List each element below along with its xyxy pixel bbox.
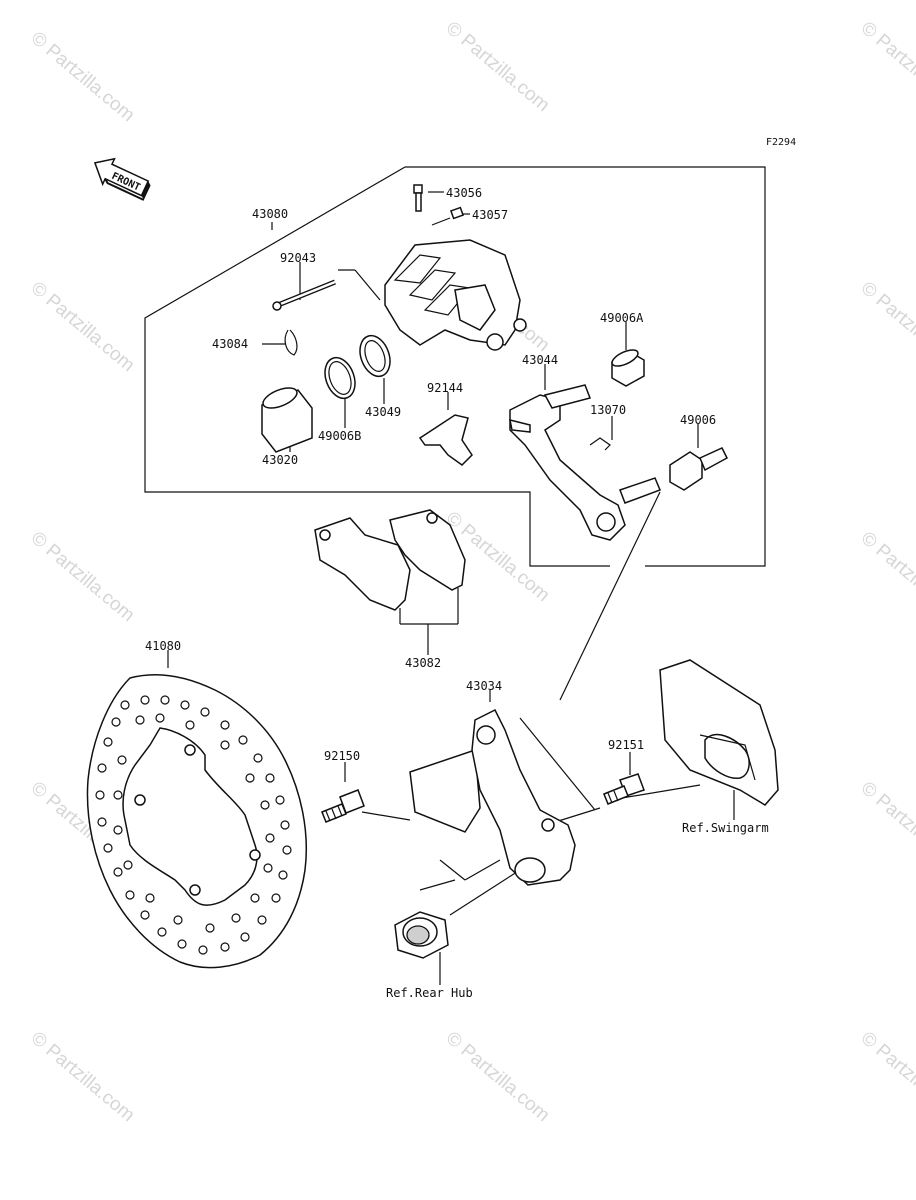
part-label-49006B: 49006B	[318, 429, 361, 443]
part-label-41080: 41080	[145, 639, 181, 653]
part-label-92043: 92043	[280, 251, 316, 265]
bleeder-cap	[431, 206, 465, 226]
part-label-43044: 43044	[522, 353, 558, 367]
watermark: © Partzilla.com	[857, 278, 916, 376]
part-label-43020: 43020	[262, 453, 298, 467]
part-label-92151: 92151	[608, 738, 644, 752]
part-label-49006: 49006	[680, 413, 716, 427]
front-arrow-icon: FRONT	[93, 157, 151, 201]
disc-holes	[95, 695, 292, 955]
bleeder-valve	[413, 184, 423, 212]
watermark: © Partzilla.com	[27, 278, 139, 376]
watermark: © Partzilla.com	[27, 528, 139, 626]
watermark: © Partzilla.com	[857, 528, 916, 626]
brake-pads	[314, 509, 466, 611]
part-labels: 43080 43056 43057 92043 43084 49006A 430…	[145, 186, 769, 1000]
part-label-43049: 43049	[365, 405, 401, 419]
watermark: © Partzilla.com	[857, 18, 916, 116]
piston-seal	[324, 356, 356, 400]
watermark: © Partzilla.com	[857, 778, 916, 876]
part-label-43082: 43082	[405, 656, 441, 670]
watermark: © Partzilla.com	[857, 1028, 916, 1126]
part-label-43056: 43056	[446, 186, 482, 200]
brake-disc	[86, 674, 308, 969]
watermark: © Partzilla.com	[27, 28, 139, 126]
caliper-body	[384, 239, 527, 351]
part-label-13070: 13070	[590, 403, 626, 417]
watermark: © Partzilla.com	[27, 1028, 139, 1126]
part-label-43080: 43080	[252, 207, 288, 221]
boot	[669, 447, 728, 491]
pad-spring	[418, 414, 473, 466]
dust-seal	[359, 334, 391, 378]
leader-lines	[167, 191, 735, 985]
ref-label-rear-hub: Ref.Rear Hub	[386, 986, 473, 1000]
watermarks: © Partzilla.com © Partzilla.com © Partzi…	[27, 18, 916, 1126]
part-label-43034: 43034	[466, 679, 502, 693]
part-label-43057: 43057	[472, 208, 508, 222]
bracket-pin	[619, 477, 661, 504]
bracket-clip	[589, 437, 611, 451]
part-label-49006A: 49006A	[600, 311, 644, 325]
watermark: © Partzilla.com	[442, 1028, 554, 1126]
caliper-mount-bracket	[409, 708, 576, 886]
caliper-bracket	[509, 384, 626, 541]
part-label-92150: 92150	[324, 749, 360, 763]
caliper-pin	[272, 279, 336, 311]
disc-bolt	[321, 789, 365, 823]
part-label-92144: 92144	[427, 381, 463, 395]
part-label-43084: 43084	[212, 337, 248, 351]
caliper-assembly-box	[144, 166, 766, 567]
figure-code: F2294	[766, 137, 796, 148]
swingarm-reference	[659, 659, 779, 806]
hub-collar	[394, 911, 449, 959]
pin-clip	[284, 329, 298, 356]
watermark: © Partzilla.com	[442, 18, 554, 116]
piston	[261, 387, 313, 453]
bracket-bolt	[603, 773, 645, 805]
boot-a	[611, 349, 645, 387]
ref-label-swingarm: Ref.Swingarm	[682, 821, 769, 835]
